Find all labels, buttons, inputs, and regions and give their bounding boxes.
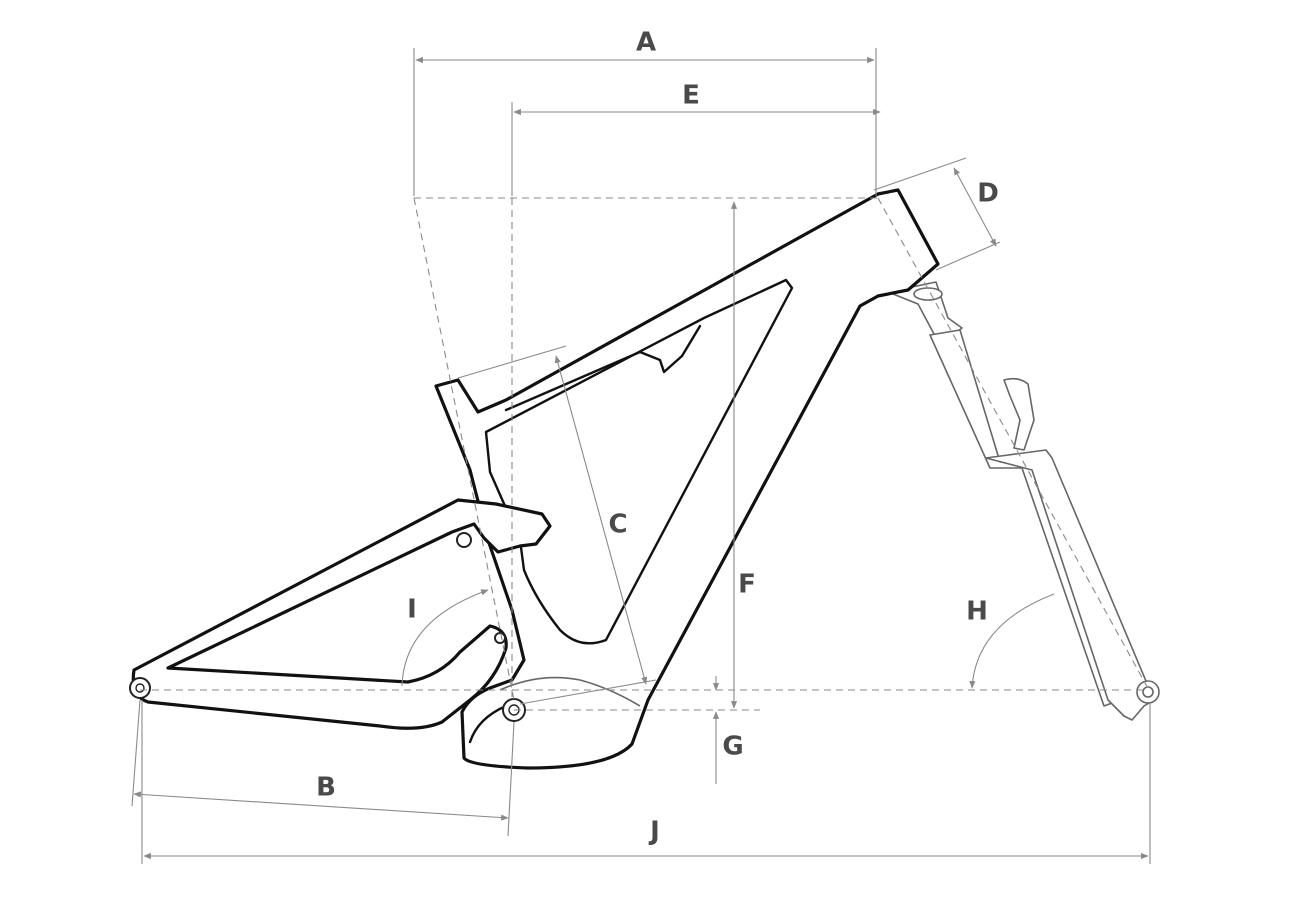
label-B: B [316, 773, 336, 803]
seatstay-pivot [456, 532, 472, 548]
chainstay-pivot [494, 632, 506, 644]
label-G: G [722, 732, 743, 762]
dim-I-arc [401, 589, 489, 687]
dim-B-line [133, 791, 509, 821]
dimension-lines [131, 48, 1151, 864]
main-frame [434, 188, 940, 770]
label-I: I [407, 595, 417, 625]
front-triangle [434, 188, 940, 770]
fork-lower-leg [985, 449, 1155, 721]
label-E: E [682, 81, 700, 111]
label-D: D [977, 179, 999, 209]
dimension-labels: A E D C F I H G B J [316, 28, 999, 847]
fork-brace [1003, 377, 1035, 451]
steering-axis [877, 197, 1151, 693]
label-J: J [648, 817, 660, 847]
rear-axle [129, 677, 151, 699]
label-A: A [636, 28, 656, 58]
headset-cap [913, 287, 943, 301]
label-H: H [966, 597, 988, 627]
dim-C-line [554, 355, 648, 685]
label-F: F [738, 570, 756, 600]
dim-H-arc [969, 593, 1055, 689]
dim-D-line [953, 167, 997, 247]
fork [887, 281, 1160, 721]
front-axle [1136, 680, 1160, 704]
chainstay-seatstay [131, 498, 552, 730]
label-C: C [608, 510, 627, 540]
